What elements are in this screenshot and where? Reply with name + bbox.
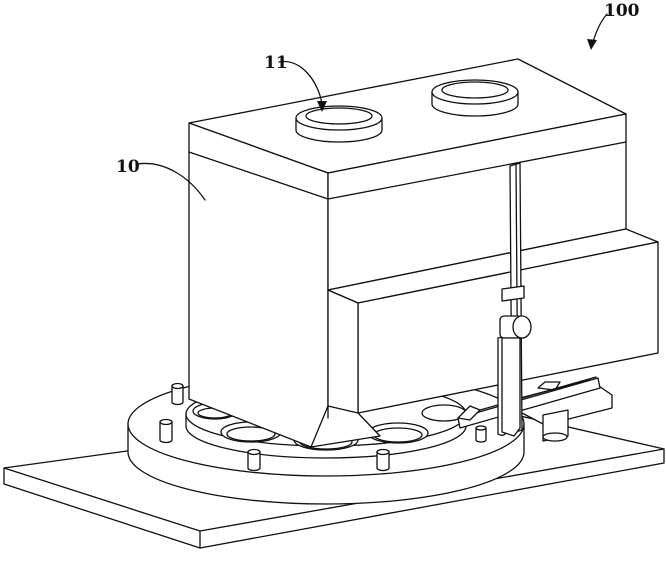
probe-arm (497, 162, 532, 437)
label-100: 100 (604, 1, 640, 21)
port-front (295, 105, 383, 143)
leader-lines (136, 13, 608, 201)
label-11: 11 (264, 53, 288, 73)
label-10: 10 (116, 157, 140, 177)
port-rear (431, 79, 519, 117)
guide-plate (457, 376, 601, 429)
locating-pins (159, 382, 487, 472)
